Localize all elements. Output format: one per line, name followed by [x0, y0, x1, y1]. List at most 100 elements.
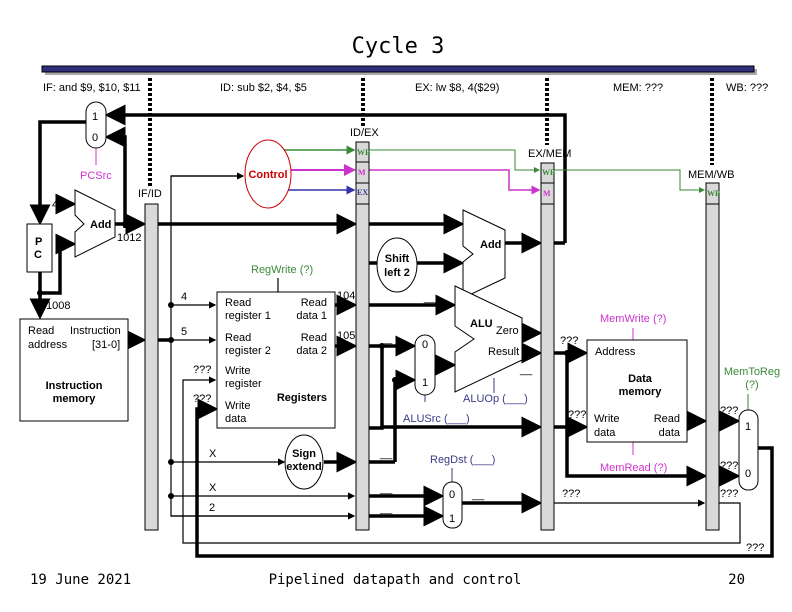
- sign-extend-label: Sign: [292, 448, 316, 460]
- blank-value: __: [379, 333, 393, 345]
- imem-title: Instruction: [46, 380, 103, 392]
- mux-input-1: 1: [449, 513, 455, 525]
- blank-value: __: [379, 503, 393, 515]
- data-memory: [586, 339, 688, 443]
- imem-bits: [31-0]: [92, 339, 120, 351]
- memtoreg-mux: [738, 409, 759, 491]
- control-label: Control: [248, 169, 287, 181]
- mux-input-0: 0: [449, 489, 455, 501]
- rf-port: Read: [225, 297, 251, 309]
- id-ex-label: ID/EX: [350, 127, 379, 139]
- rf-port: Read: [225, 332, 251, 344]
- wd-value: ???: [193, 393, 211, 405]
- alu: [454, 285, 523, 393]
- memread-label: MemRead (?): [600, 462, 667, 474]
- constant-four: 4: [52, 199, 58, 211]
- alusrc-mux: [414, 334, 436, 396]
- footer-caption: Pipelined datapath and control: [269, 572, 522, 588]
- dm-port: Write: [594, 413, 619, 425]
- title-bar: [41, 65, 755, 73]
- rf-port: register 1: [225, 310, 271, 322]
- rt-value: X: [209, 482, 217, 494]
- rr2-value: 5: [181, 326, 187, 338]
- if-id-register: [144, 203, 159, 531]
- shift-label: left 2: [384, 267, 410, 279]
- alu-result: Result: [488, 346, 519, 358]
- rf-port: Read: [301, 297, 327, 309]
- ex-mem-wb: WB: [542, 168, 556, 177]
- shift-left-2: [376, 237, 418, 293]
- rr1-value: 4: [181, 291, 187, 303]
- mem-wb-wb: WB: [707, 189, 721, 198]
- stage-wb: WB: ???: [726, 82, 768, 94]
- dm-port: data: [659, 427, 681, 439]
- stage-id: ID: sub $2, $4, $5: [220, 82, 307, 94]
- dm-title: memory: [619, 386, 663, 398]
- branch-adder-label: Add: [480, 239, 501, 251]
- alu-label: ALU: [470, 318, 493, 330]
- instruction-memory: [19, 318, 129, 422]
- dest-value: ???: [562, 488, 580, 500]
- dm-port: Read: [654, 413, 680, 425]
- memwrite-label: MemWrite (?): [600, 313, 666, 325]
- pc-label: C: [34, 249, 42, 261]
- registers-title: Registers: [277, 392, 327, 404]
- slide-title: Cycle 3: [352, 34, 445, 59]
- imem-address: address: [28, 339, 68, 351]
- rd1-value: 104: [337, 290, 355, 302]
- dm-port: data: [594, 427, 616, 439]
- blank-value: __: [379, 483, 393, 495]
- blank-value: __: [471, 489, 485, 501]
- ex-mem-m: M: [543, 189, 551, 198]
- ex-mem-label: EX/MEM: [528, 148, 571, 160]
- stage-if: IF: and $9, $10, $11: [43, 82, 141, 94]
- mux-input-1: 1: [745, 421, 751, 433]
- mux-input-0: 0: [422, 339, 428, 351]
- rf-port: Write: [225, 400, 250, 412]
- rd2-value: 105: [337, 330, 355, 342]
- regdst-label: RegDst (___): [430, 454, 495, 466]
- pc-adder: [74, 189, 116, 258]
- wires: [29, 104, 774, 558]
- stage-mem: MEM: ???: [613, 82, 663, 94]
- imm-value: X: [209, 448, 217, 460]
- mem-wb-label: MEM/WB: [688, 169, 734, 181]
- blank-value: __: [379, 448, 393, 460]
- blank-value: __: [519, 364, 533, 376]
- alusrc-label: ALUSrc (___): [403, 413, 470, 425]
- stage-ex: EX: lw $8, 4($29): [415, 82, 499, 94]
- wb-in0-value: ???: [720, 460, 738, 472]
- rf-port: data 2: [296, 345, 327, 357]
- sign-extend: [284, 434, 324, 490]
- wr-value: ???: [193, 364, 211, 376]
- program-counter: [26, 223, 53, 273]
- pc-plus4-value: 1012: [117, 232, 141, 244]
- ex-mem-register: [540, 162, 555, 531]
- pc-label: P: [35, 236, 42, 248]
- regwrite-label: RegWrite (?): [251, 264, 313, 276]
- mem-wb-register: [705, 182, 720, 531]
- rf-port: Write: [225, 365, 250, 377]
- imem-read: Read: [28, 325, 54, 337]
- pc-adder-label: Add: [90, 219, 111, 231]
- alu-zero: Zero: [496, 325, 519, 337]
- if-id-label: IF/ID: [138, 188, 162, 200]
- footer-date: 19 June 2021: [30, 572, 131, 588]
- id-ex-m: M: [358, 168, 366, 177]
- rf-port: Read: [301, 332, 327, 344]
- mux-input-0: 0: [92, 132, 98, 144]
- wb-dst-value: ???: [720, 488, 738, 500]
- mux-input-1: 1: [92, 111, 98, 123]
- aluop-label: ALUOp (___): [463, 393, 528, 405]
- rf-port: register: [225, 378, 262, 390]
- rf-port: register 2: [225, 345, 271, 357]
- wb-out-value: ???: [746, 542, 764, 554]
- id-ex-ex: EX: [357, 188, 368, 197]
- imem-instruction: Instruction: [70, 325, 121, 337]
- pcsrc-mux: [85, 101, 107, 149]
- rf-port: data 1: [296, 310, 327, 322]
- pc-value: 1008: [46, 300, 70, 312]
- address-value: ???: [560, 335, 578, 347]
